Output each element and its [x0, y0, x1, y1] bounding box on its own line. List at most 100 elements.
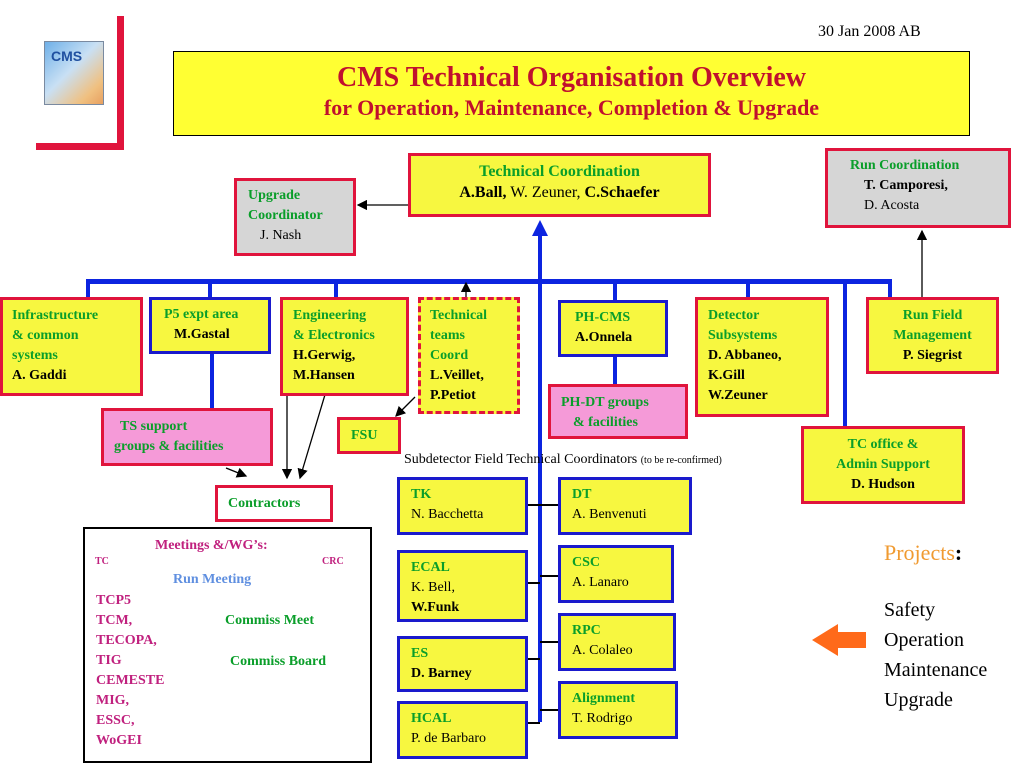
subdet-es-person: D. Barney	[411, 666, 472, 681]
meetings-list: TCP5 TCM, TECOPA, TIG CEMESTE MIG, ESSC,…	[96, 591, 164, 751]
trunk-line	[538, 224, 542, 281]
projects-title: Projects:	[884, 540, 962, 566]
run-coordination-box: Run Coordination T. Camporesi, D. Acosta	[825, 148, 1011, 228]
contractors-box: Contractors	[215, 485, 333, 522]
ph-cms-box: PH-CMS A.Onnela	[558, 300, 668, 357]
subdet-csc-name: CSC	[572, 555, 601, 570]
subdet-rpc-name: RPC	[572, 623, 601, 638]
p5-expt-area-box: P5 expt area M.Gastal	[149, 297, 271, 354]
project-item: Safety	[884, 599, 936, 621]
tco-name: D. Hudson	[851, 477, 915, 492]
subdet-dt-person: A. Benvenuti	[572, 507, 647, 522]
page-title: CMS Technical Organisation Overview	[337, 62, 806, 93]
orange-arrow	[812, 624, 866, 656]
det-line1: Detector	[708, 308, 760, 323]
meeting-item: MIG,	[96, 693, 130, 708]
rf-line1: Run Field	[902, 308, 963, 323]
arrow-ts-contractors	[225, 467, 248, 478]
drop-phcms	[613, 279, 617, 300]
eng-name1: H.Gerwig,	[293, 348, 356, 363]
rf-line2: Management	[893, 328, 972, 343]
run-coord-name1: T. Camporesi,	[864, 178, 948, 193]
meetings-commiss-board: Commiss Board	[230, 654, 327, 669]
det-name1: D. Abbaneo,	[708, 348, 782, 363]
subdet-caption-text: Subdetector Field Technical Coordinators	[404, 452, 638, 467]
infra-line2: & common	[12, 328, 79, 343]
tco-line2: Admin Support	[836, 457, 930, 472]
subdet-es: ES D. Barney	[397, 636, 528, 692]
subdet-trunk	[538, 281, 542, 722]
cms-logo-text: CMS	[51, 48, 83, 64]
run-coord-name2: D. Acosta	[864, 198, 920, 213]
tt-line2: teams	[430, 328, 465, 343]
subdet-tk-person: N. Bacchetta	[411, 507, 484, 522]
eng-line1: Engineering	[293, 308, 367, 323]
tt-line3: Coord	[430, 348, 469, 363]
meetings-commiss-meet: Commiss Meet	[225, 613, 315, 628]
ts-line1: TS support	[120, 419, 188, 434]
run-field-management-box: Run Field Management P. Siegrist	[866, 297, 999, 374]
ph-dt-groups-box: PH-DT groups & facilities	[548, 384, 688, 439]
date-label: 30 Jan 2008 AB	[818, 23, 921, 40]
upgrade-coordinator-box: Upgrade Coordinator J. Nash	[234, 178, 356, 256]
subdet-ecal: ECAL K. Bell, W.Funk	[397, 550, 528, 622]
subdet-ecal-name: ECAL	[411, 560, 450, 575]
subdet-tk-name: TK	[411, 487, 432, 502]
subdet-hcal-person: P. de Barbaro	[411, 731, 487, 746]
tt-name1: L.Veillet,	[430, 368, 484, 383]
tech-coord-ball: A.Ball,	[459, 184, 507, 201]
subdet-alignment: Alignment T. Rodrigo	[558, 681, 678, 739]
meetings-run-meeting: Run Meeting	[173, 572, 252, 587]
fsu-label: FSU	[351, 428, 378, 443]
tt-line1: Technical	[430, 308, 488, 323]
meeting-item: TECOPA,	[96, 633, 157, 648]
infra-line1: Infrastructure	[12, 308, 99, 323]
corner-bracket-vertical	[117, 16, 124, 150]
subdet-tk: TK N. Bacchetta	[397, 477, 528, 535]
project-item: Maintenance	[884, 659, 988, 681]
infra-line3: systems	[12, 348, 58, 363]
project-item: Upgrade	[884, 689, 953, 711]
tech-coordination-box: Technical Coordination A.Ball, W. Zeuner…	[408, 153, 711, 217]
eng-line2: & Electronics	[293, 328, 375, 343]
contractors-label: Contractors	[228, 496, 301, 511]
eng-name2: M.Hansen	[293, 368, 355, 383]
subdet-es-name: ES	[411, 646, 429, 661]
meetings-crc: CRC	[322, 556, 344, 567]
meeting-item: ESSC,	[96, 713, 135, 728]
engineering-box: Engineering & Electronics H.Gerwig, M.Ha…	[280, 297, 409, 396]
subdet-hcal-name: HCAL	[411, 711, 452, 726]
conn-alignment	[540, 709, 560, 711]
meeting-item: TIG	[96, 653, 122, 668]
projects-title-text: Projects	[884, 540, 955, 565]
subdet-rpc: RPC A. Colaleo	[558, 613, 676, 671]
drop-eng	[334, 279, 338, 299]
page-subtitle: for Operation, Maintenance, Completion &…	[323, 95, 820, 120]
arrow-techteams-fsu	[395, 396, 416, 417]
projects-title-colon: :	[954, 540, 963, 565]
rf-name: P. Siegrist	[902, 348, 963, 363]
subdet-ecal-person: K. Bell,	[411, 580, 455, 595]
drop-tcoffice	[843, 279, 847, 427]
drop-p5	[208, 279, 212, 299]
det-line2: Subsystems	[708, 328, 778, 343]
meetings-title: Meetings &/WG’s:	[155, 538, 268, 553]
p5-title: P5 expt area	[164, 307, 239, 322]
cms-logo: CMS	[44, 41, 104, 105]
tech-coordination-title: Technical Coordination	[479, 163, 640, 180]
drop-detector	[746, 279, 750, 299]
subdet-dt: DT A. Benvenuti	[558, 477, 692, 535]
corner-bracket-horizontal	[36, 143, 124, 150]
tco-line1: TC office &	[847, 437, 919, 452]
subdet-caption: Subdetector Field Technical Coordinators…	[404, 452, 722, 468]
phcms-name: A.Onnela	[575, 330, 633, 345]
drop-infra	[86, 279, 90, 299]
subdet-alignment-name: Alignment	[572, 691, 635, 706]
conn-ecal	[527, 582, 540, 584]
upgrade-line1: Upgrade	[248, 188, 301, 203]
subdet-csc-person: A. Lanaro	[572, 575, 629, 590]
subdet-rpc-person: A. Colaleo	[572, 643, 633, 658]
drop-runfield	[888, 279, 892, 299]
conn-es	[527, 658, 540, 660]
